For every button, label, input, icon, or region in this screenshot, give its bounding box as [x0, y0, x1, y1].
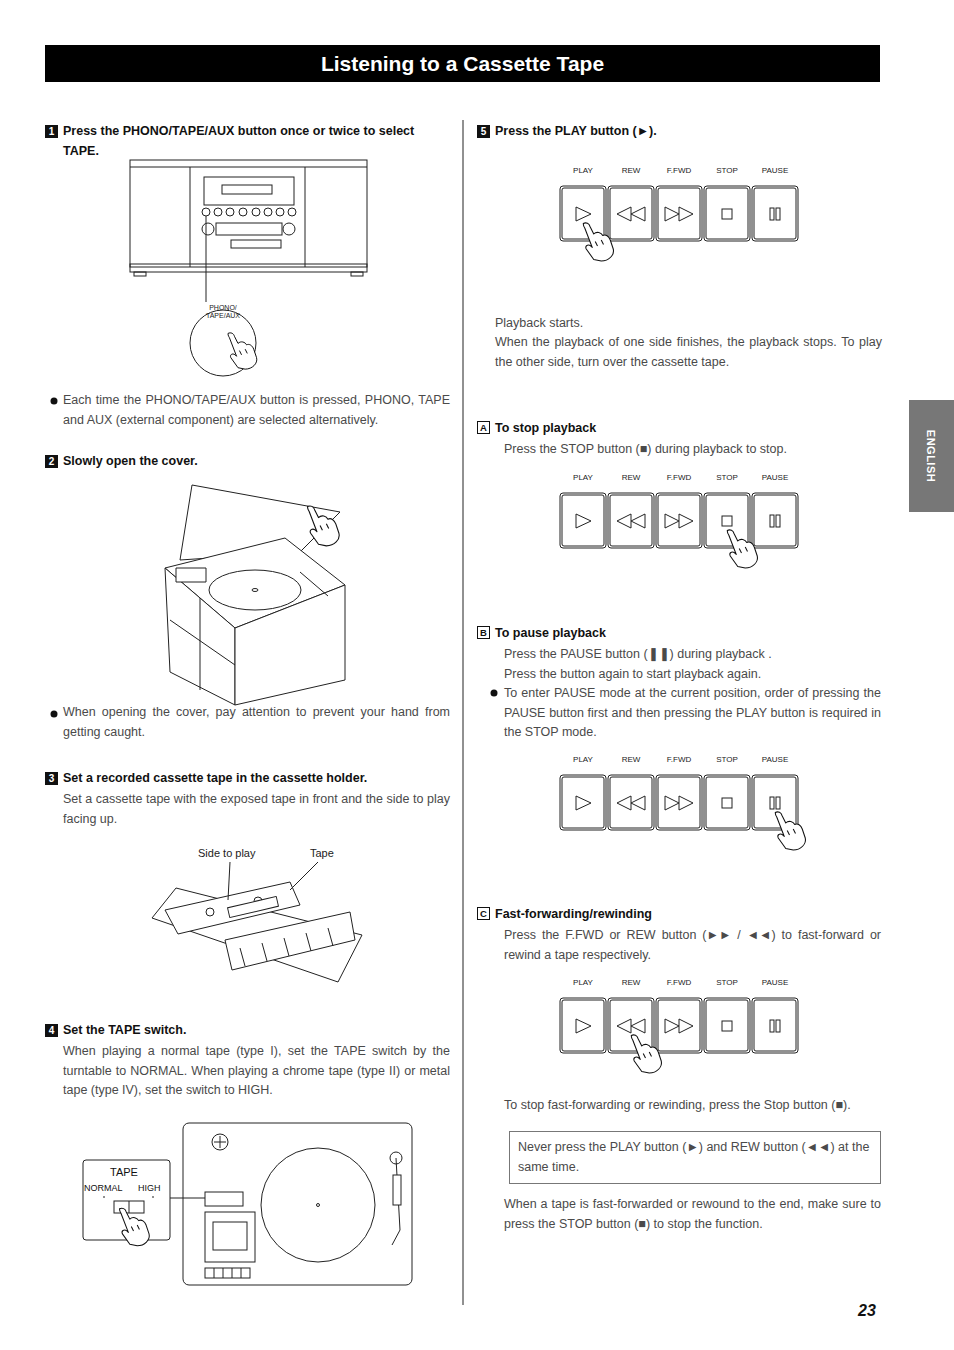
- callout-number: 3: [45, 772, 58, 785]
- callout-letter: B: [477, 626, 490, 639]
- button-label: PAUSE: [750, 755, 800, 765]
- body-text: To enter PAUSE mode at the current posit…: [504, 684, 881, 743]
- transport-button: [704, 775, 750, 830]
- callout-number: 2: [45, 455, 58, 468]
- step-heading: Press the PHONO/TAPE/AUX button once or …: [63, 122, 453, 161]
- button-label: REW: [606, 473, 656, 483]
- button-label: STOP: [702, 755, 752, 765]
- button-label: F.FWD: [654, 473, 704, 483]
- callout-number: 4: [45, 1024, 58, 1037]
- stereo-unit: [130, 160, 367, 376]
- button-label: STOP: [702, 473, 752, 483]
- body-text: When opening the cover, pay attention to…: [63, 703, 450, 742]
- callout-number: 1: [45, 125, 58, 138]
- step-heading: Fast-forwarding/rewinding: [495, 905, 875, 925]
- turntable-top-view: [83, 1123, 412, 1285]
- switch-label: TAPE: [110, 1166, 150, 1178]
- transport-button: [560, 775, 606, 830]
- step-heading: Press the PLAY button (►).: [495, 122, 875, 142]
- body-text: To stop fast-forwarding or rewinding, pr…: [504, 1096, 881, 1116]
- hand-icon: [308, 506, 340, 546]
- hand-icon: [119, 1208, 149, 1246]
- button-label: REW: [606, 978, 656, 988]
- switch-position: NORMAL: [84, 1183, 129, 1193]
- button-label: PLAY: [558, 755, 608, 765]
- button-label: STOP: [702, 978, 752, 988]
- transport-button: [608, 493, 654, 548]
- body-text: Each time the PHONO/TAPE/AUX button is p…: [63, 391, 450, 430]
- callout-number: 5: [477, 125, 490, 138]
- callout-letter: A: [477, 421, 490, 434]
- transport-button: [656, 493, 702, 548]
- body-text: Press the PAUSE button (❚❚) during playb…: [504, 645, 881, 665]
- part-label: Side to play: [198, 847, 278, 860]
- page-title: Listening to a Cassette Tape: [45, 45, 880, 82]
- step-heading: To stop playback: [495, 419, 875, 439]
- button-label: PLAY: [558, 978, 608, 988]
- transport-button: [560, 998, 606, 1053]
- language-tab-label: ENGLISH: [925, 430, 937, 482]
- switch-position: HIGH: [138, 1183, 168, 1193]
- body-text: Press the STOP button (■) during playbac…: [504, 440, 881, 460]
- transport-button: [752, 998, 798, 1053]
- transport-button: [704, 998, 750, 1053]
- hand-icon: [228, 333, 257, 369]
- body-text: Set a cassette tape with the exposed tap…: [63, 790, 450, 829]
- bullets: [51, 398, 498, 718]
- button-label: PLAY: [558, 473, 608, 483]
- transport-button: [608, 186, 654, 241]
- button-label: REW: [606, 755, 656, 765]
- button-label: PAUSE: [750, 978, 800, 988]
- callout-letter: C: [477, 907, 490, 920]
- step-heading: Set a recorded cassette tape in the cass…: [63, 769, 453, 789]
- transport-button: [560, 493, 606, 548]
- button-label: PAUSE: [750, 473, 800, 483]
- step-heading: Slowly open the cover.: [63, 452, 453, 472]
- button-label: PLAY: [558, 166, 608, 176]
- button-label: REW: [606, 166, 656, 176]
- hand-icon: [583, 223, 613, 261]
- transport-button: [752, 493, 798, 548]
- warning-text: Never press the PLAY button (►) and REW …: [518, 1138, 872, 1177]
- step-heading: Set the TAPE switch.: [63, 1021, 453, 1041]
- transport-button: [608, 775, 654, 830]
- body-text: When a tape is fast-forwarded or rewound…: [504, 1195, 881, 1234]
- language-tab: [909, 400, 954, 512]
- button-label: F.FWD: [654, 978, 704, 988]
- step-heading: To pause playback: [495, 624, 875, 644]
- transport-button: [656, 775, 702, 830]
- button-label: PHONO/ TAPE/AUX: [202, 304, 244, 319]
- transport-button: [704, 186, 750, 241]
- transport-button: [752, 186, 798, 241]
- body-text: When playing a normal tape (type I), set…: [63, 1042, 450, 1101]
- cover-open-unit: [165, 485, 345, 705]
- body-text: Playback starts.: [495, 314, 875, 334]
- body-text: Press the button again to start playback…: [504, 665, 881, 685]
- button-label: F.FWD: [654, 755, 704, 765]
- hand-icon: [775, 812, 805, 850]
- warning-box: Never press the PLAY button (►) and REW …: [509, 1131, 881, 1184]
- hand-icon: [631, 1035, 661, 1073]
- transport-button: [656, 186, 702, 241]
- body-text: When the playback of one side finishes, …: [495, 333, 882, 372]
- button-label: STOP: [702, 166, 752, 176]
- hand-icon: [727, 530, 757, 568]
- page-number: 23: [858, 1302, 888, 1320]
- body-text: Press the F.FWD or REW button (►► / ◄◄) …: [504, 926, 881, 965]
- cassette-holder: [152, 862, 362, 982]
- column-divider: [463, 120, 464, 1305]
- button-label: F.FWD: [654, 166, 704, 176]
- part-label: Tape: [310, 847, 350, 860]
- transport-button: [656, 998, 702, 1053]
- button-label: PAUSE: [750, 166, 800, 176]
